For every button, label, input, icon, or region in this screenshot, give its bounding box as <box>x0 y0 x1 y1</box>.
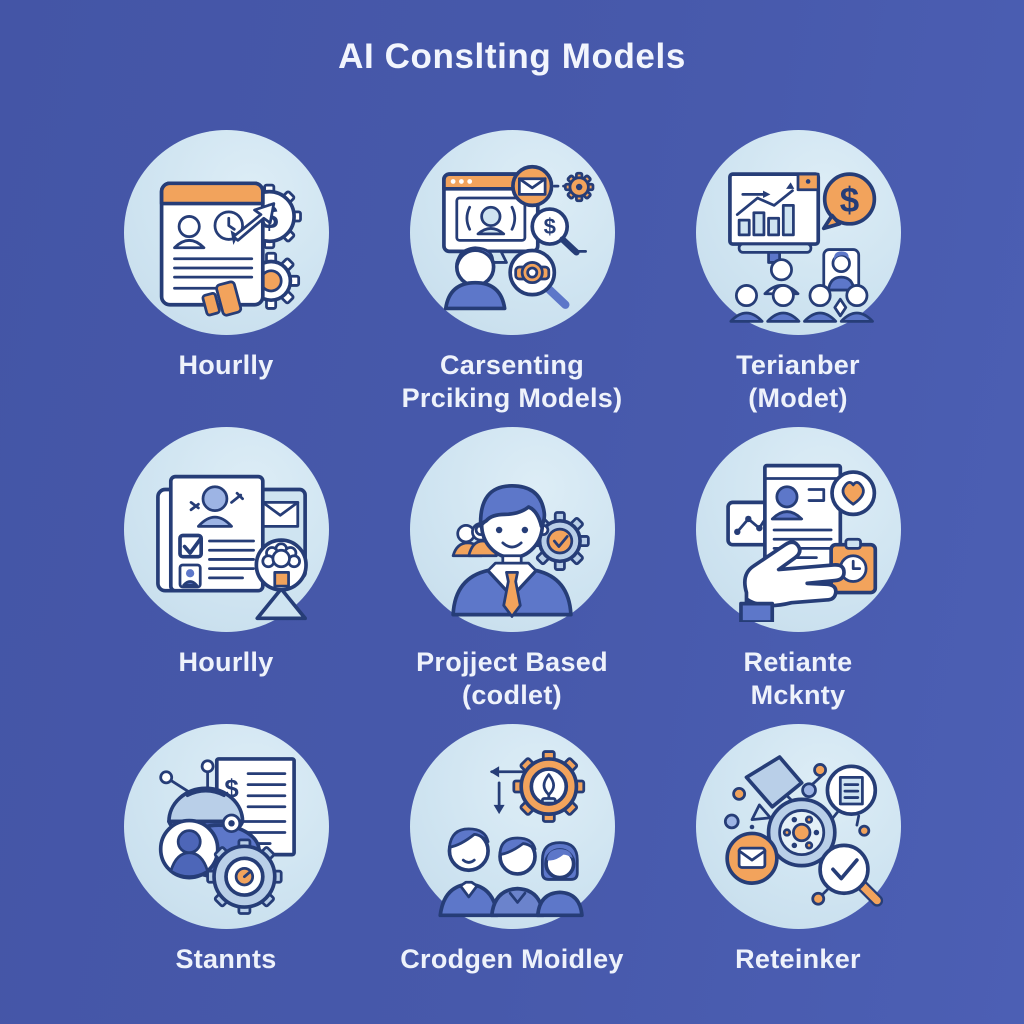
model-label: Crodgen Moidley <box>400 944 624 974</box>
models-grid: $ Hourlly <box>0 130 1024 1021</box>
robot-invoice-gear-icon: $ <box>158 756 296 915</box>
card-icon-circle: $ <box>409 130 615 335</box>
model-card: Projject Based (codlet) <box>369 427 655 724</box>
vetting-checklist-award-icon <box>156 474 308 620</box>
model-label: Reteinker <box>735 944 861 974</box>
model-card: Retiante Mcknty <box>655 427 941 724</box>
model-card: $ Carsenting Prciking Models) <box>369 130 655 427</box>
model-label: Retiante Mcknty <box>743 647 853 710</box>
card-icon-circle <box>695 427 901 632</box>
network-nodes-review-magnifier-icon <box>723 754 884 907</box>
model-label: Terianber (Modet) <box>736 350 860 413</box>
model-card: Crodgen Moidley <box>369 724 655 1021</box>
team-idea-gear-arrows-icon <box>438 749 586 917</box>
svg-text:$: $ <box>544 213 556 238</box>
model-card: Reteinker <box>655 724 941 1021</box>
model-label: Hourlly <box>178 350 274 380</box>
hourly-rate-document-gears-icon: $ <box>159 180 302 317</box>
hand-holding-contract-heart-clock-icon <box>726 463 878 622</box>
model-card: $ Hourlly <box>83 130 369 427</box>
card-icon-circle: $ <box>123 724 329 929</box>
model-card: $ Terianber (Modet) <box>655 130 941 427</box>
card-icon-circle <box>409 427 615 632</box>
consulting-browser-dollar-search-icon: $ <box>442 164 595 310</box>
page-title: AI Conslting Models <box>338 37 686 76</box>
consultant-portrait-gear-check-icon <box>451 483 590 618</box>
presentation-audience-dollar-bubble-icon: $ <box>728 171 877 323</box>
svg-text:$: $ <box>840 180 859 219</box>
model-card: $ <box>83 724 369 1021</box>
model-label: Stannts <box>175 944 277 974</box>
card-icon-circle: $ <box>123 130 329 335</box>
model-card: Hourlly <box>83 427 369 724</box>
model-label: Hourlly <box>178 647 274 677</box>
model-label: Projject Based (codlet) <box>416 647 608 710</box>
card-icon-circle <box>409 724 615 929</box>
card-icon-circle <box>695 724 901 929</box>
card-icon-circle <box>123 427 329 632</box>
model-label: Carsenting Prciking Models) <box>401 350 623 413</box>
card-icon-circle: $ <box>695 130 901 335</box>
